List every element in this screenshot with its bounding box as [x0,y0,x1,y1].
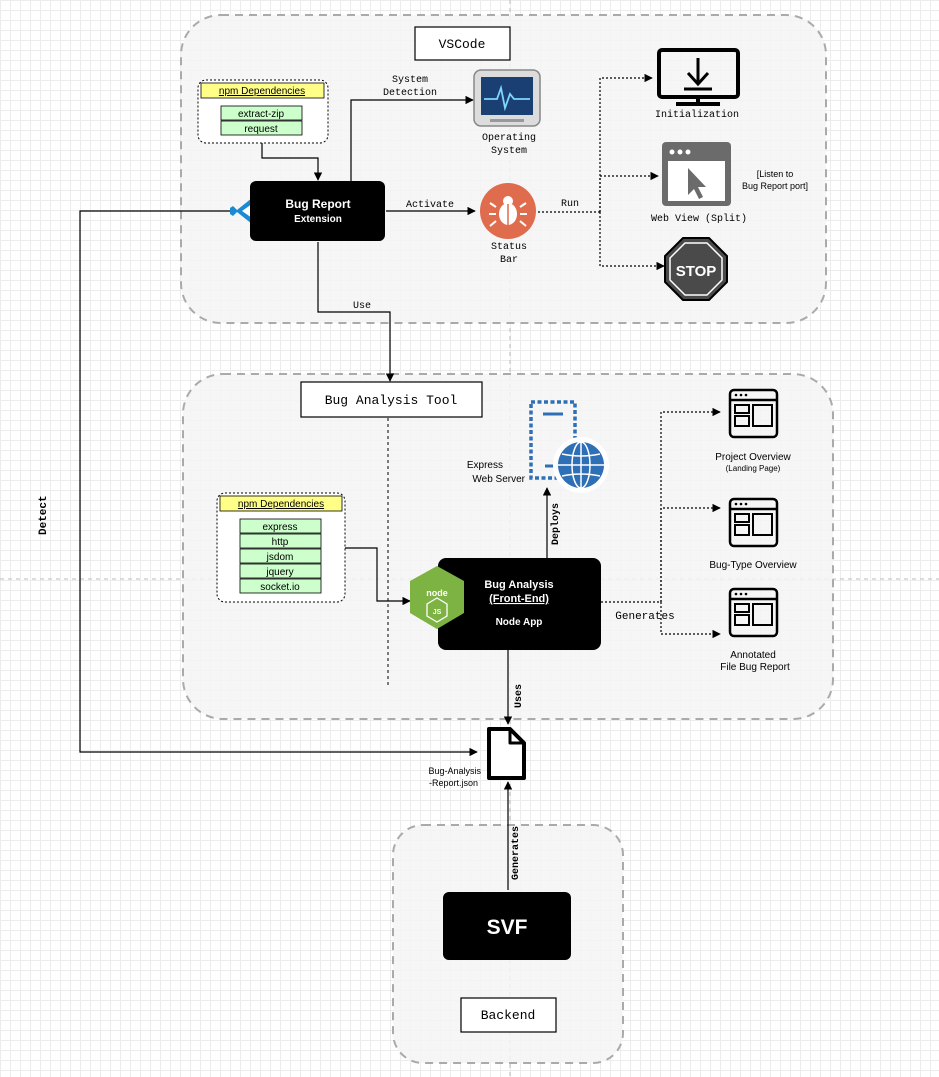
analysis-title: Bug Analysis Tool [325,393,458,408]
edge-run-init [599,73,653,212]
download-monitor-icon [657,48,740,106]
edge-system-detection [350,95,474,181]
edge-label-run: Run [561,199,579,210]
os-label-2: System [491,146,527,157]
browser-cursor-icon [662,142,731,206]
edge-label-activate: Activate [406,199,454,211]
dashboard-page-icon [728,497,779,548]
dashboard-page-icon [728,388,779,439]
tool-dep-item: socket.io [260,582,300,593]
annotated-label-1: Annotated [730,650,776,661]
report-label-1: Bug-Analysis [428,766,481,776]
bug-icon [480,183,536,239]
edge-gen-project [660,407,721,602]
edge-label-uses: Uses [514,684,525,708]
edge-detect [79,210,478,757]
edge-label-use: Use [353,301,371,312]
vscode-title: VSCode [439,37,486,52]
edge-run-stop [599,212,665,271]
extension-subtitle: Extension [294,214,342,225]
report-json-node: Bug-Analysis -Report.json [428,727,526,788]
webview-node: Web View (Split) [Listen to Bug Report p… [651,142,808,225]
project-overview-node: Project Overview (Landing Page) [715,388,792,473]
edge-use [317,242,395,382]
edge-gen-bugtype [660,503,721,602]
bug-report-extension-node: Bug Report Extension [250,181,385,241]
webview-note-2: Bug Report port] [742,181,808,191]
os-label-1: Operating [482,132,536,144]
operating-system-node: Operating System [473,69,541,157]
tool-dep-item: jsdom [266,552,294,563]
svf-label: SVF [487,916,528,939]
mobile-globe-icon [529,400,609,493]
webview-note-1: [Listen to [757,169,794,179]
tool-dep-item: http [272,537,289,548]
node-logo-text: node [426,588,448,598]
stop-node: STOP [664,237,728,301]
edge-run-webview [599,171,659,212]
backend-title-box: Backend [460,997,557,1033]
vscode-title-box: VSCode [414,26,511,61]
edge-label-detect: Detect [38,495,50,535]
bugtype-overview-label: Bug-Type Overview [709,560,797,571]
annotated-label-2: File Bug Report [720,662,790,673]
tool-dep-item: jquery [265,567,293,578]
edge-ext-deps [261,138,323,181]
ext-dep-item: request [244,124,278,135]
file-icon [487,727,526,780]
express-label-2: Web Server [472,474,525,485]
vscode-container [180,14,827,324]
tool-deps-title: npm Dependencies [238,499,324,510]
tool-dep-item: express [262,522,297,533]
status-bar-label-2: Bar [500,255,518,266]
bug-analysis-node: Bug Analysis (Front-End) Node App [438,558,601,650]
stop-label: STOP [676,263,717,280]
webview-label: Web View (Split) [651,213,747,225]
node-app-footer: Node App [496,617,543,628]
node-app-title: Bug Analysis [484,579,553,591]
analysis-title-box: Bug Analysis Tool [300,381,483,418]
analysis-container [182,373,834,720]
bugtype-overview-node: Bug-Type Overview [709,497,797,571]
svf-node: SVF [443,892,571,960]
monitor-pulse-icon [473,69,541,127]
backend-title: Backend [481,1008,536,1023]
status-bar-node: Status Bar [480,183,536,266]
status-bar-label-1: Status [491,242,527,253]
ext-deps-box: npm Dependencies extract-zip request [197,79,329,144]
edge-label-system-2: Detection [383,87,437,99]
node-app-subtitle: (Front-End) [489,593,549,605]
edge-label-system-1: System [392,75,428,86]
node-logo-js: JS [433,609,442,616]
initialization-label: Initialization [655,109,739,121]
edge-label-deploys: Deploys [550,503,562,545]
ext-dep-item: extract-zip [238,109,285,120]
edge-gen-annotated [660,602,721,639]
project-overview-label: Project Overview [715,452,791,463]
edge-label-generates-outputs: Generates [615,611,674,623]
tool-deps-box: npm Dependencies express http jsdom jque… [216,492,346,603]
annotated-report-node: Annotated File Bug Report [720,587,790,673]
express-label-1: Express [467,460,503,471]
express-server-node: Express Web Server [467,400,609,493]
report-label-2: -Report.json [429,778,478,788]
edge-tool-deps [345,547,411,606]
extension-title: Bug Report [285,197,350,211]
project-overview-sublabel: (Landing Page) [726,464,781,473]
ext-deps-title: npm Dependencies [219,86,305,97]
nodejs-logo-icon: node JS [410,566,464,629]
initialization-node: Initialization [655,48,740,121]
edge-label-generates-report: Generates [511,826,522,880]
dashboard-page-icon [728,587,779,638]
